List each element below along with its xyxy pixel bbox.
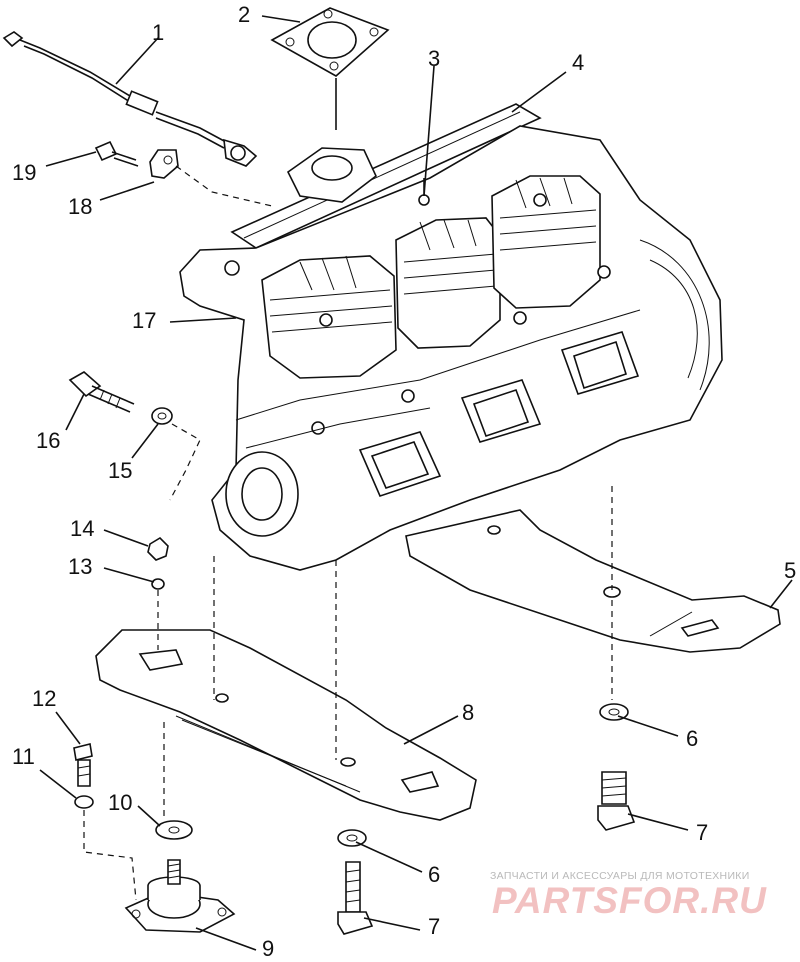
callout-7-left: 7 [428,914,441,939]
callout-13: 13 [68,554,93,579]
callout-15: 15 [108,458,133,483]
part-18-19-bolt-bracket [94,140,273,207]
cylinder-2 [395,217,501,349]
part-5-rear-mount-plate [405,486,781,700]
watermark-subtitle: ЗАПЧАСТИ И АКСЕССУАРЫ ДЛЯ МОТОТЕХНИКИ [490,870,750,882]
part-6-washer-right [599,703,629,721]
part-2-gasket [270,7,390,130]
callout-16: 16 [36,428,61,453]
part-7-bolt-right [597,771,636,831]
callout-19: 19 [12,160,37,185]
reed-valve-3 [560,331,640,395]
part-9-rubber-mount [124,859,236,933]
callout-9: 9 [262,936,275,961]
part-12-bolt [73,743,93,787]
callout-6-right: 6 [686,726,699,751]
callout-4: 4 [572,50,585,75]
callout-10: 10 [108,790,133,815]
engine-block [179,103,723,571]
callout-18: 18 [68,194,93,219]
part-7-bolt-left [337,861,374,935]
callout-14: 14 [70,516,95,541]
callout-8: 8 [462,700,475,725]
reed-valve-1 [358,431,442,497]
callout-12: 12 [32,686,57,711]
callout-3: 3 [428,46,441,71]
callout-5: 5 [784,558,797,583]
watermark-logo: PARTSFOR.RU [492,880,767,921]
callout-17: 17 [132,308,157,333]
part-16-bolt [68,371,135,413]
part-6-washer-left [337,829,367,847]
part-14-nut [147,536,169,561]
part-1-sensor-cable [2,31,258,167]
cylinder-3 [491,175,601,309]
callout-1: 1 [152,20,165,45]
part-11-washer [74,795,137,901]
reed-valve-2 [460,379,542,443]
callout-6-left: 6 [428,862,441,887]
leader-lines [39,15,793,951]
callout-7-right: 7 [696,820,709,845]
part-15-washer [151,407,201,501]
part-13-washer [151,578,165,590]
callout-11: 11 [12,744,35,769]
part-8-front-mount-plate [95,556,477,821]
callout-2: 2 [238,2,251,27]
part-10-washer [155,722,193,840]
